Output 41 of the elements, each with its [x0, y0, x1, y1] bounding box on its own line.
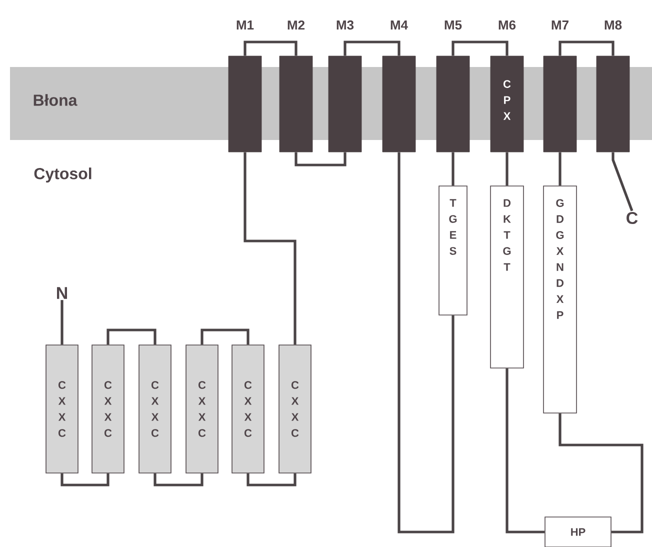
- connector-line: [558, 152, 562, 186]
- connector-line: [154, 473, 204, 486]
- domain-box: C X X C: [138, 344, 172, 474]
- connector-line: [60, 300, 64, 345]
- terminus-label: N: [57, 287, 67, 299]
- connector-line: [244, 152, 296, 345]
- helix-label: M1: [236, 20, 254, 30]
- helix-label: M3: [336, 20, 354, 30]
- helix-label: M8: [604, 20, 622, 30]
- domain-box: C X X C: [232, 344, 264, 474]
- connector-line: [344, 40, 400, 56]
- connector-line: [60, 473, 110, 486]
- domain-box: C X X C: [186, 344, 218, 474]
- connector-line: [452, 40, 508, 56]
- domain-box: C X X C: [46, 344, 78, 474]
- terminus-label: C: [626, 212, 638, 224]
- connector-line: [558, 40, 614, 56]
- connector-line: [106, 328, 156, 345]
- connector-line: [612, 152, 634, 212]
- domain-box: T G E S: [438, 186, 468, 316]
- connector-line: [506, 152, 508, 186]
- motif-text: C P X: [503, 80, 511, 120]
- connector-line: [294, 152, 346, 166]
- domain-box: G D G X N D X P: [543, 186, 577, 414]
- domain-box: C X X C: [92, 344, 124, 474]
- connector-line: [452, 152, 454, 186]
- domain-box: D K T G T: [490, 186, 524, 368]
- connector-line: [244, 40, 298, 56]
- helix-label: M4: [390, 20, 408, 30]
- helix-label: M2: [288, 20, 305, 30]
- connector-line: [246, 473, 296, 486]
- connector-line: [506, 368, 545, 534]
- connector-line: [558, 413, 644, 534]
- helix-label: M7: [552, 20, 568, 30]
- region-label: Cytosol: [34, 168, 92, 182]
- helix-label: M5: [444, 20, 462, 30]
- domain-box: C X X C: [278, 344, 312, 474]
- helix-label: M6: [498, 20, 516, 30]
- connector-line: [200, 328, 250, 345]
- connector-line: [398, 152, 454, 534]
- domain-box: HP: [544, 516, 612, 547]
